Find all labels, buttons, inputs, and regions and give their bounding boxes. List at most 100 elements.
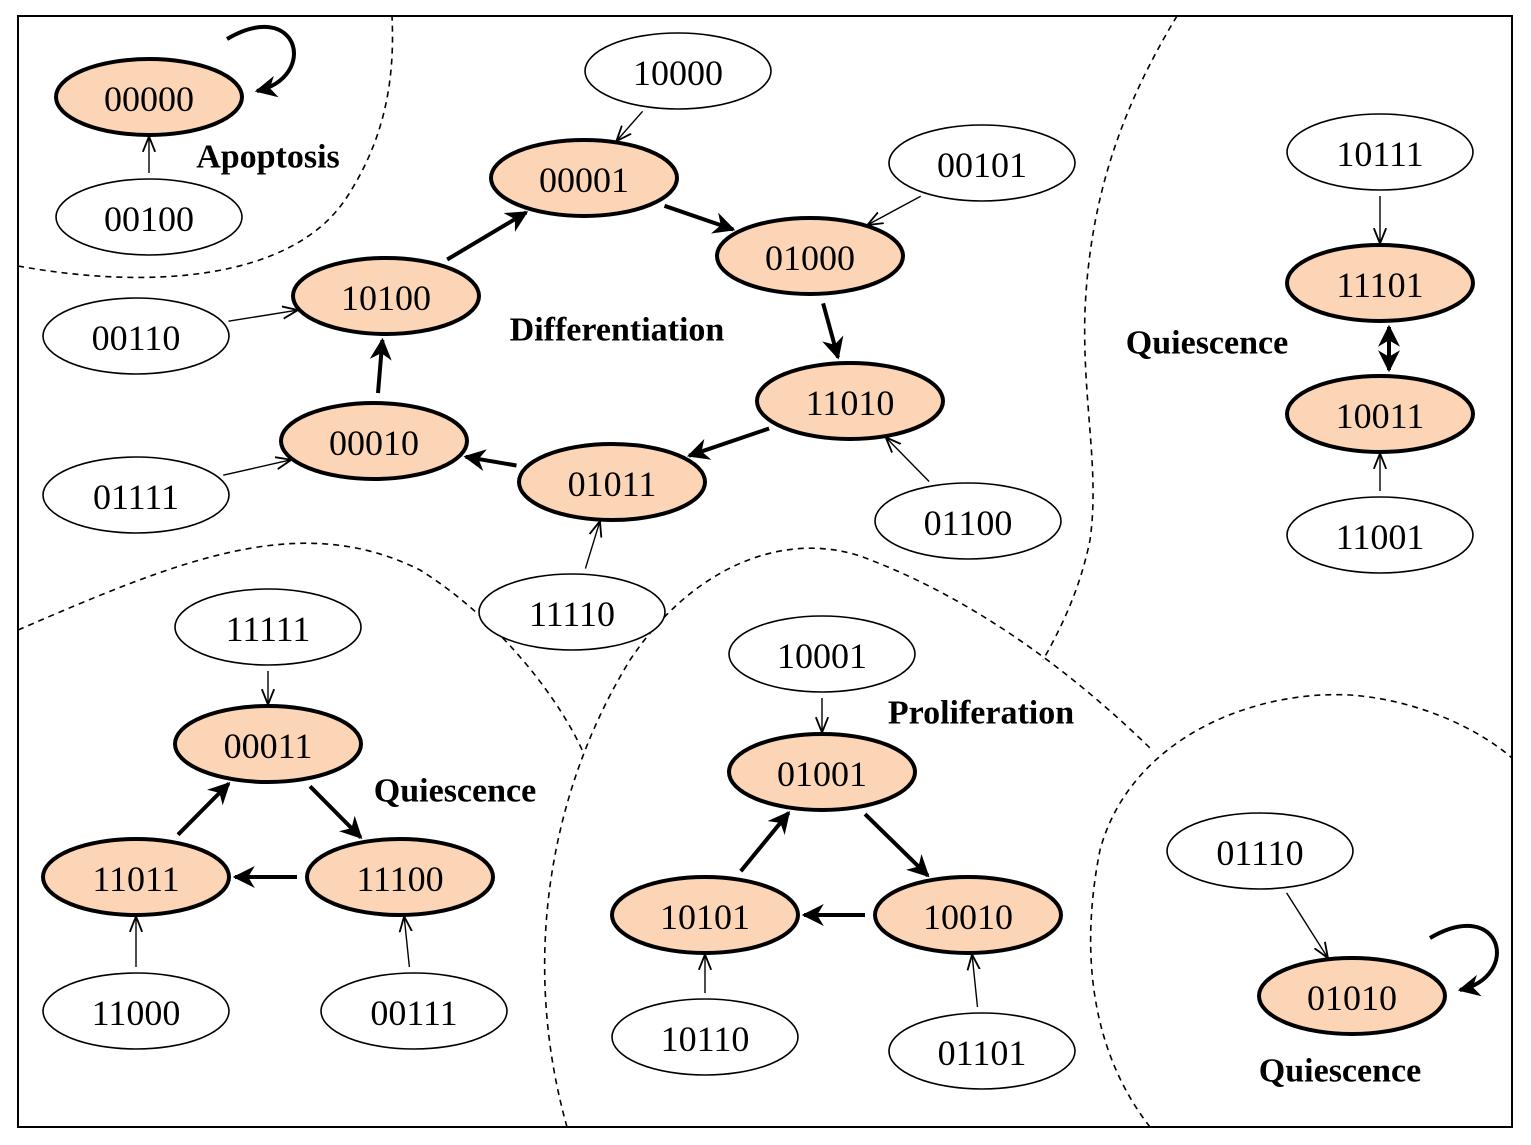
state-node-11001: 11001 (1286, 496, 1474, 574)
state-label: 10101 (660, 897, 750, 937)
state-label: 10011 (1336, 396, 1425, 436)
state-label: 11001 (1336, 517, 1425, 557)
transient-state-ellipse (42, 972, 230, 1050)
state-label: 00110 (92, 318, 181, 358)
transition-arrow-00011-to-11100 (308, 784, 363, 840)
state-nodes: 00000 00100 10000 00001 00101 01000 10100 00110… (41, 32, 1475, 1090)
transition-arrow-01100-to-11010 (887, 438, 930, 482)
attractor-state-ellipse (1285, 243, 1475, 323)
attractor-state-ellipse (1257, 956, 1447, 1036)
transient-state-ellipse (42, 297, 230, 375)
diagram-frame (17, 15, 1513, 1128)
state-node-01110: 01110 (1166, 812, 1354, 890)
region-label-differentiation: Differentiation (510, 312, 725, 349)
transient-state-ellipse (174, 588, 362, 666)
state-label: 01000 (765, 238, 855, 278)
state-node-00011: 00011 (173, 704, 363, 784)
transient-state-ellipse (320, 972, 508, 1050)
state-node-10010: 10010 (873, 875, 1063, 955)
state-node-00111: 00111 (320, 972, 508, 1050)
attractor-state-ellipse (173, 704, 363, 784)
state-label: 11100 (356, 859, 443, 899)
state-label: 01011 (568, 464, 657, 504)
state-label: 00101 (937, 145, 1027, 185)
transient-state-ellipse (888, 124, 1076, 202)
transition-arrow-10000-to-00001 (617, 110, 644, 140)
state-node-11110: 11110 (478, 573, 666, 651)
attractor-state-ellipse (727, 732, 917, 812)
attractor-state-ellipse (41, 837, 231, 917)
attractor-state-ellipse (755, 361, 945, 441)
state-node-01111: 01111 (42, 456, 230, 534)
transition-arrow-01111-to-00010 (223, 460, 290, 476)
transition-arrow-01000-to-11010 (821, 302, 844, 360)
transition-arrow-01011-to-00010 (463, 449, 517, 471)
transition-arrow-01110-to-01010 (1286, 892, 1328, 957)
state-node-00110: 00110 (42, 297, 230, 375)
state-node-00010: 00010 (279, 401, 469, 481)
state-label: 10100 (341, 278, 431, 318)
transient-state-ellipse (584, 32, 772, 110)
state-label: 11110 (529, 594, 615, 634)
transition-arrow-10100-to-00001 (446, 210, 529, 262)
transient-state-ellipse (478, 573, 666, 651)
attractor-state-ellipse (517, 442, 707, 522)
transition-arrow-00000-to-00000 (225, 25, 296, 98)
transition-edges (136, 25, 1499, 1008)
state-label: 00010 (329, 423, 419, 463)
transition-arrow-01101-to-10010 (972, 956, 977, 1008)
state-node-00100: 00100 (55, 178, 243, 256)
state-node-10011: 10011 (1285, 374, 1475, 454)
transition-arrow-00110-to-10100 (228, 310, 297, 322)
transient-state-ellipse (1166, 812, 1354, 890)
transient-state-ellipse (611, 998, 799, 1076)
state-label: 10110 (661, 1019, 750, 1059)
attractor-state-ellipse (489, 138, 679, 218)
state-label: 00011 (224, 726, 313, 766)
state-node-01011: 01011 (517, 442, 707, 522)
state-node-11000: 11000 (42, 972, 230, 1050)
state-label: 10000 (633, 53, 723, 93)
boundary-apoptosis (17, 15, 394, 279)
state-node-10111: 10111 (1286, 113, 1474, 191)
region-labels: Apoptosis Differentiation Quiescence Qui… (196, 139, 1421, 1090)
state-node-10100: 10100 (291, 256, 481, 336)
region-label-quiescence-bottom: Quiescence (1259, 1053, 1421, 1090)
transition-arrow-01010-to-01010 (1428, 924, 1499, 997)
region-label-quiescence-right: Quiescence (1126, 325, 1288, 362)
state-node-00101: 00101 (888, 124, 1076, 202)
transient-state-ellipse (55, 178, 243, 256)
transient-state-ellipse (1286, 113, 1474, 191)
state-node-01100: 01100 (874, 482, 1062, 560)
state-label: 11111 (226, 609, 311, 649)
state-label: 00000 (104, 79, 194, 119)
state-label: 10010 (923, 897, 1013, 937)
transition-arrow-00001-to-01000 (663, 203, 736, 234)
state-label: 01110 (1216, 833, 1303, 873)
state-label: 10111 (1336, 134, 1423, 174)
attractor-state-ellipse (610, 875, 800, 955)
attractor-state-ellipse (873, 875, 1063, 955)
state-label: 11010 (806, 383, 895, 423)
attractor-state-ellipse (291, 256, 481, 336)
transition-arrow-00101-to-01000 (869, 195, 922, 224)
boundary-quiescence-bottom (1089, 693, 1513, 1128)
state-label: 01100 (924, 503, 1013, 543)
state-node-00001: 00001 (489, 138, 679, 218)
state-node-10000: 10000 (584, 32, 772, 110)
transient-state-ellipse (874, 482, 1062, 560)
attractor-state-ellipse (54, 57, 244, 137)
transition-arrow-11110-to-01011 (584, 523, 599, 569)
state-node-10110: 10110 (611, 998, 799, 1076)
transition-arrow-01001-to-10010 (863, 812, 930, 878)
state-label: 11101 (1336, 265, 1423, 305)
state-label: 01010 (1307, 978, 1397, 1018)
transition-arrow-00010-to-10100 (369, 337, 392, 394)
transition-arrow-11010-to-01011 (687, 426, 770, 460)
state-node-10001: 10001 (728, 615, 916, 693)
transition-arrow-10101-to-01001 (739, 810, 791, 873)
state-label: 11011 (92, 859, 179, 899)
state-node-11011: 11011 (41, 837, 231, 917)
state-node-11111: 11111 (174, 588, 362, 666)
state-node-00000: 00000 (54, 57, 244, 137)
